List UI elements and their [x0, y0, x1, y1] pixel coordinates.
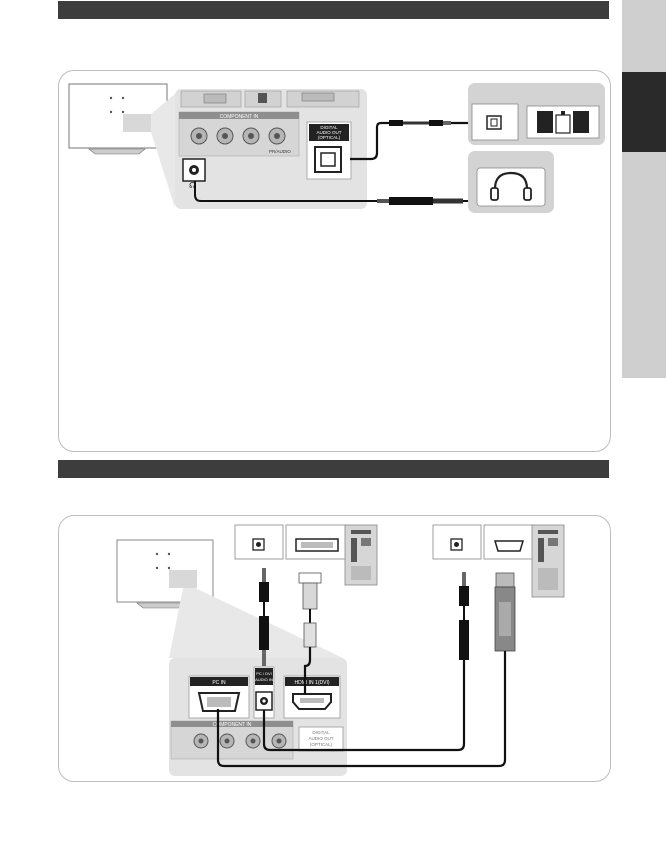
- hdmi-in-label: HDMI IN 1(DVI): [295, 680, 330, 686]
- side-tab-bottom: [622, 152, 666, 378]
- optical-cable: [350, 121, 389, 161]
- pc-vga-group: [432, 524, 565, 598]
- optical-port-icon: [314, 146, 342, 173]
- pc-audio-label-1: PC / DVI: [256, 671, 272, 676]
- audio-connection-panel: COMPONENT IN PR/AUDIO ☊ DIGITAL AUDIO OU…: [58, 70, 611, 452]
- section-header-audio: [58, 1, 609, 19]
- section-header-pc: [58, 460, 609, 478]
- pc-audio-label-2: AUDIO IN: [255, 677, 273, 682]
- pc-audio-cable: [259, 568, 466, 752]
- tv-icon: [116, 539, 214, 609]
- vga-port-icon: [197, 692, 241, 712]
- optical-label-2: AUDIO OUT: [316, 130, 341, 135]
- speaker-icon: [526, 105, 600, 139]
- optical-label-3: (OPTICAL): [310, 742, 333, 747]
- hdmi-port-icon: [292, 693, 332, 710]
- pc-in-label: PC IN: [212, 680, 226, 686]
- pc-tower-icon: [531, 524, 565, 598]
- dvi-hdmi-cable: [298, 572, 322, 694]
- pc-dvi-group: [234, 524, 378, 586]
- optical-label-1: DIGITAL: [312, 730, 330, 735]
- headphone-symbol-icon: ☊: [189, 181, 196, 190]
- zoom-wedge: [169, 588, 343, 658]
- optical-label-1: DIGITAL: [320, 125, 338, 130]
- pc-audio-jack: [255, 691, 273, 711]
- headphone-jack: [182, 158, 206, 182]
- zoom-wedge: [151, 94, 175, 208]
- pc-tower-icon: [344, 524, 378, 586]
- pc2-audio-cable: [459, 572, 469, 660]
- component-in-label: COMPONENT IN: [213, 722, 252, 728]
- tv-icon: [68, 83, 168, 155]
- audio-connection-diagram: COMPONENT IN PR/AUDIO ☊ DIGITAL AUDIO OU…: [68, 83, 605, 213]
- headphone-cable: [194, 181, 377, 202]
- optical-label-2: AUDIO OUT: [308, 736, 333, 741]
- component-in-label: COMPONENT IN: [220, 114, 259, 120]
- pc-connection-panel: PC IN PC / DVI AUDIO IN HDMI IN 1(DVI) C…: [58, 515, 611, 782]
- pr-audio-label: PR/AUDIO: [269, 149, 291, 154]
- optical-label-3: (OPTICAL): [318, 135, 341, 140]
- side-tab-top: [622, 0, 666, 72]
- vga-cable: [216, 572, 516, 768]
- side-tab-active: [622, 72, 666, 152]
- pc-connection-diagram: PC IN PC / DVI AUDIO IN HDMI IN 1(DVI) C…: [116, 524, 565, 776]
- headphones-icon: [490, 171, 532, 201]
